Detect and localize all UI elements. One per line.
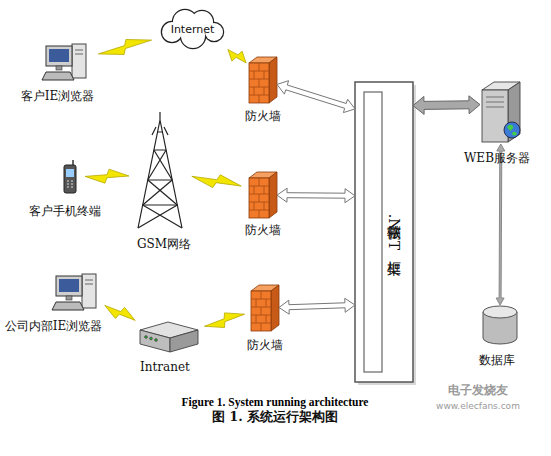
figure-caption-chinese: 图 1. 系统运行架构图 xyxy=(212,408,339,426)
node-label: 防火墙 xyxy=(245,222,281,239)
node-label: WEB服务器 xyxy=(464,150,530,167)
intranet-device xyxy=(140,322,198,352)
node-label: GSM网络 xyxy=(137,236,191,253)
node-label: 客户IE浏览器 xyxy=(21,88,95,105)
node-title: 微软.NET框架 xyxy=(385,214,403,250)
network-node: WEB服务器 xyxy=(480,80,522,144)
mobile-phone-icon xyxy=(64,160,76,193)
network-node: 数据库 xyxy=(483,305,517,345)
network-node: 客户手机终端 xyxy=(64,160,78,193)
node-label: 公司内部IE浏览器 xyxy=(5,318,103,335)
wireless-link xyxy=(228,49,246,63)
data-flow-arrow xyxy=(279,298,355,314)
network-node: Internet xyxy=(160,10,225,48)
node-label: 防火墙 xyxy=(245,108,281,125)
figure-caption: Figure 1. System running architecture xyxy=(182,396,369,408)
network-node: 防火墙 xyxy=(249,172,277,218)
wireless-link xyxy=(105,305,135,320)
network-node: 微软.NET框架 xyxy=(355,82,413,382)
network-node: GSM网络 xyxy=(136,112,184,228)
node-label: Intranet xyxy=(140,360,190,374)
network-node: 防火墙 xyxy=(249,57,277,103)
gsm-tower xyxy=(138,112,182,228)
network-node: 客户IE浏览器 xyxy=(45,42,90,82)
node-label: 防火墙 xyxy=(247,337,283,354)
database-cylinder xyxy=(483,306,517,344)
wireless-link xyxy=(85,169,129,183)
web-server-icon xyxy=(482,82,520,142)
network-node: Intranet xyxy=(140,322,198,352)
wireless-link xyxy=(204,313,244,328)
network-node: 公司内部IE浏览器 xyxy=(55,272,100,312)
node-label: 数据库 xyxy=(479,352,515,369)
firewall-icon xyxy=(249,172,277,218)
computer-icon xyxy=(52,274,96,310)
data-flow-arrow xyxy=(277,81,355,113)
firewall-icon xyxy=(251,285,279,331)
net-framework-frame xyxy=(355,82,416,385)
wireless-link xyxy=(98,40,151,55)
node-title: Internet xyxy=(160,23,225,36)
network-node: 防火墙 xyxy=(251,285,279,331)
data-flow-arrow xyxy=(277,188,355,203)
wireless-link xyxy=(192,175,241,188)
watermark-text: www.elecfans.com xyxy=(436,401,520,411)
watermark-text: 电子发烧友 xyxy=(448,382,508,399)
data-flow-arrow xyxy=(413,96,480,115)
data-flow-arrow xyxy=(496,144,505,305)
node-label: 客户手机终端 xyxy=(29,203,101,220)
firewall-icon xyxy=(249,57,277,103)
computer-icon xyxy=(42,44,86,80)
